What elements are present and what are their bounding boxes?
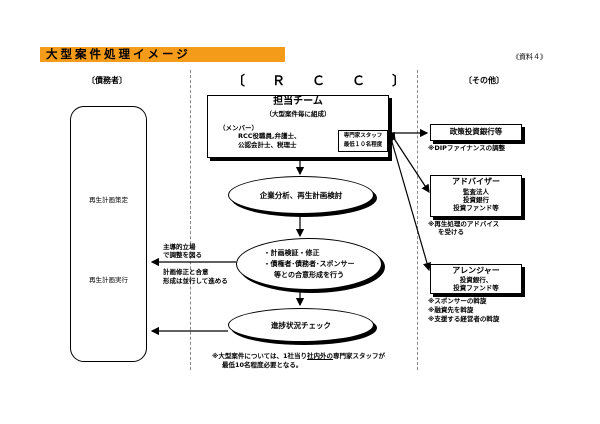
arranger-note2: ※融資先を斡旋 bbox=[428, 306, 474, 314]
arranger-box bbox=[430, 264, 522, 294]
bank-note: ※DIPファイナンスの調整 bbox=[428, 144, 506, 152]
page-title: 大型案件処理イメージ bbox=[46, 47, 191, 61]
progress-step-label: 進捗状況チェック bbox=[271, 320, 331, 330]
adviser-box bbox=[430, 175, 522, 217]
arranger-title: アレンジャー bbox=[452, 266, 500, 275]
column-header-debtor: 〔債務者〕 bbox=[87, 76, 127, 85]
staff-line2: 最低１０名程度 bbox=[343, 142, 383, 148]
footnote-part2: 専門家スタッフが bbox=[333, 352, 386, 360]
bank-box bbox=[430, 124, 522, 141]
analysis-step-label: 企業分析、再生計画検討 bbox=[259, 190, 343, 200]
arranger-note1: ※スポンサーの斡旋 bbox=[428, 297, 487, 305]
footnote-line2: 最低10名程度必要となる。 bbox=[222, 361, 303, 369]
column-divider-left bbox=[190, 70, 191, 370]
debtor-plan-execution: 再生計画実行 bbox=[89, 276, 128, 284]
arranger-item1: 投資銀行、 bbox=[459, 276, 493, 284]
title-bar bbox=[40, 47, 285, 62]
staff-box bbox=[338, 130, 388, 152]
team-members-line2: 公認会計士、税理士 bbox=[238, 141, 297, 149]
footnote-underlined: 社内外の bbox=[307, 352, 334, 360]
analysis-step: 企業分析、再生計画検討 bbox=[228, 176, 374, 214]
team-members-line1: RCC役職員,弁護士、 bbox=[238, 132, 301, 140]
team-subtitle: （大型案件毎に組成） bbox=[265, 110, 331, 118]
lead-note-line2: で調整を図る bbox=[163, 251, 202, 259]
footnote-line1: ※大型案件については、1社当り社内外の専門家スタッフが bbox=[212, 352, 385, 360]
adviser-item2: 投資銀行 bbox=[463, 196, 489, 204]
verify-step-line2: ・債権者･債務者･スポンサー bbox=[263, 259, 355, 268]
arranger-note3: ※支援する経営者の斡旋 bbox=[428, 315, 500, 323]
debtor-box bbox=[70, 106, 147, 362]
team-title: 担当チーム bbox=[273, 96, 323, 107]
arranger-item2: 投資ファンド等 bbox=[453, 284, 499, 292]
staff-line1: 専門家スタッフ bbox=[343, 133, 383, 139]
bank-title: 政策投資銀行等 bbox=[449, 127, 503, 136]
verify-step-line3: 等との合意形成を行う bbox=[274, 270, 344, 279]
footnote-part1: ※大型案件については、1社当り bbox=[212, 352, 308, 360]
team-members-label: （メンバー） bbox=[219, 124, 258, 132]
debtor-plan-formulation: 再生計画策定 bbox=[89, 196, 128, 204]
column-header-rcc: 〔 Ｒ Ｃ Ｃ 〕 bbox=[232, 74, 413, 89]
verify-step: ・計画検証・修正 ・債権者･債務者･スポンサー 等との合意形成を行う bbox=[236, 238, 382, 290]
progress-step: 進捗状況チェック bbox=[228, 308, 374, 342]
column-header-others: 〔その他〕 bbox=[464, 76, 504, 85]
verify-step-line1: ・計画検証・修正 bbox=[263, 248, 320, 257]
adviser-item3: 投資ファンド等 bbox=[453, 204, 499, 212]
document-reference: 《資料４》 bbox=[512, 53, 547, 61]
lead-note-line1: 主導的立場 bbox=[163, 243, 196, 251]
adviser-note-line2: を受ける bbox=[438, 228, 464, 236]
adviser-note-line1: ※再生処理のアドバイス bbox=[428, 220, 500, 228]
adviser-item1: 監査法人 bbox=[463, 188, 489, 196]
lead-note-line4: 形成は並行して進める bbox=[163, 277, 228, 285]
adviser-title: アドバイザー bbox=[452, 177, 500, 186]
lead-note-line3: 計画修正と合意 bbox=[163, 268, 209, 276]
